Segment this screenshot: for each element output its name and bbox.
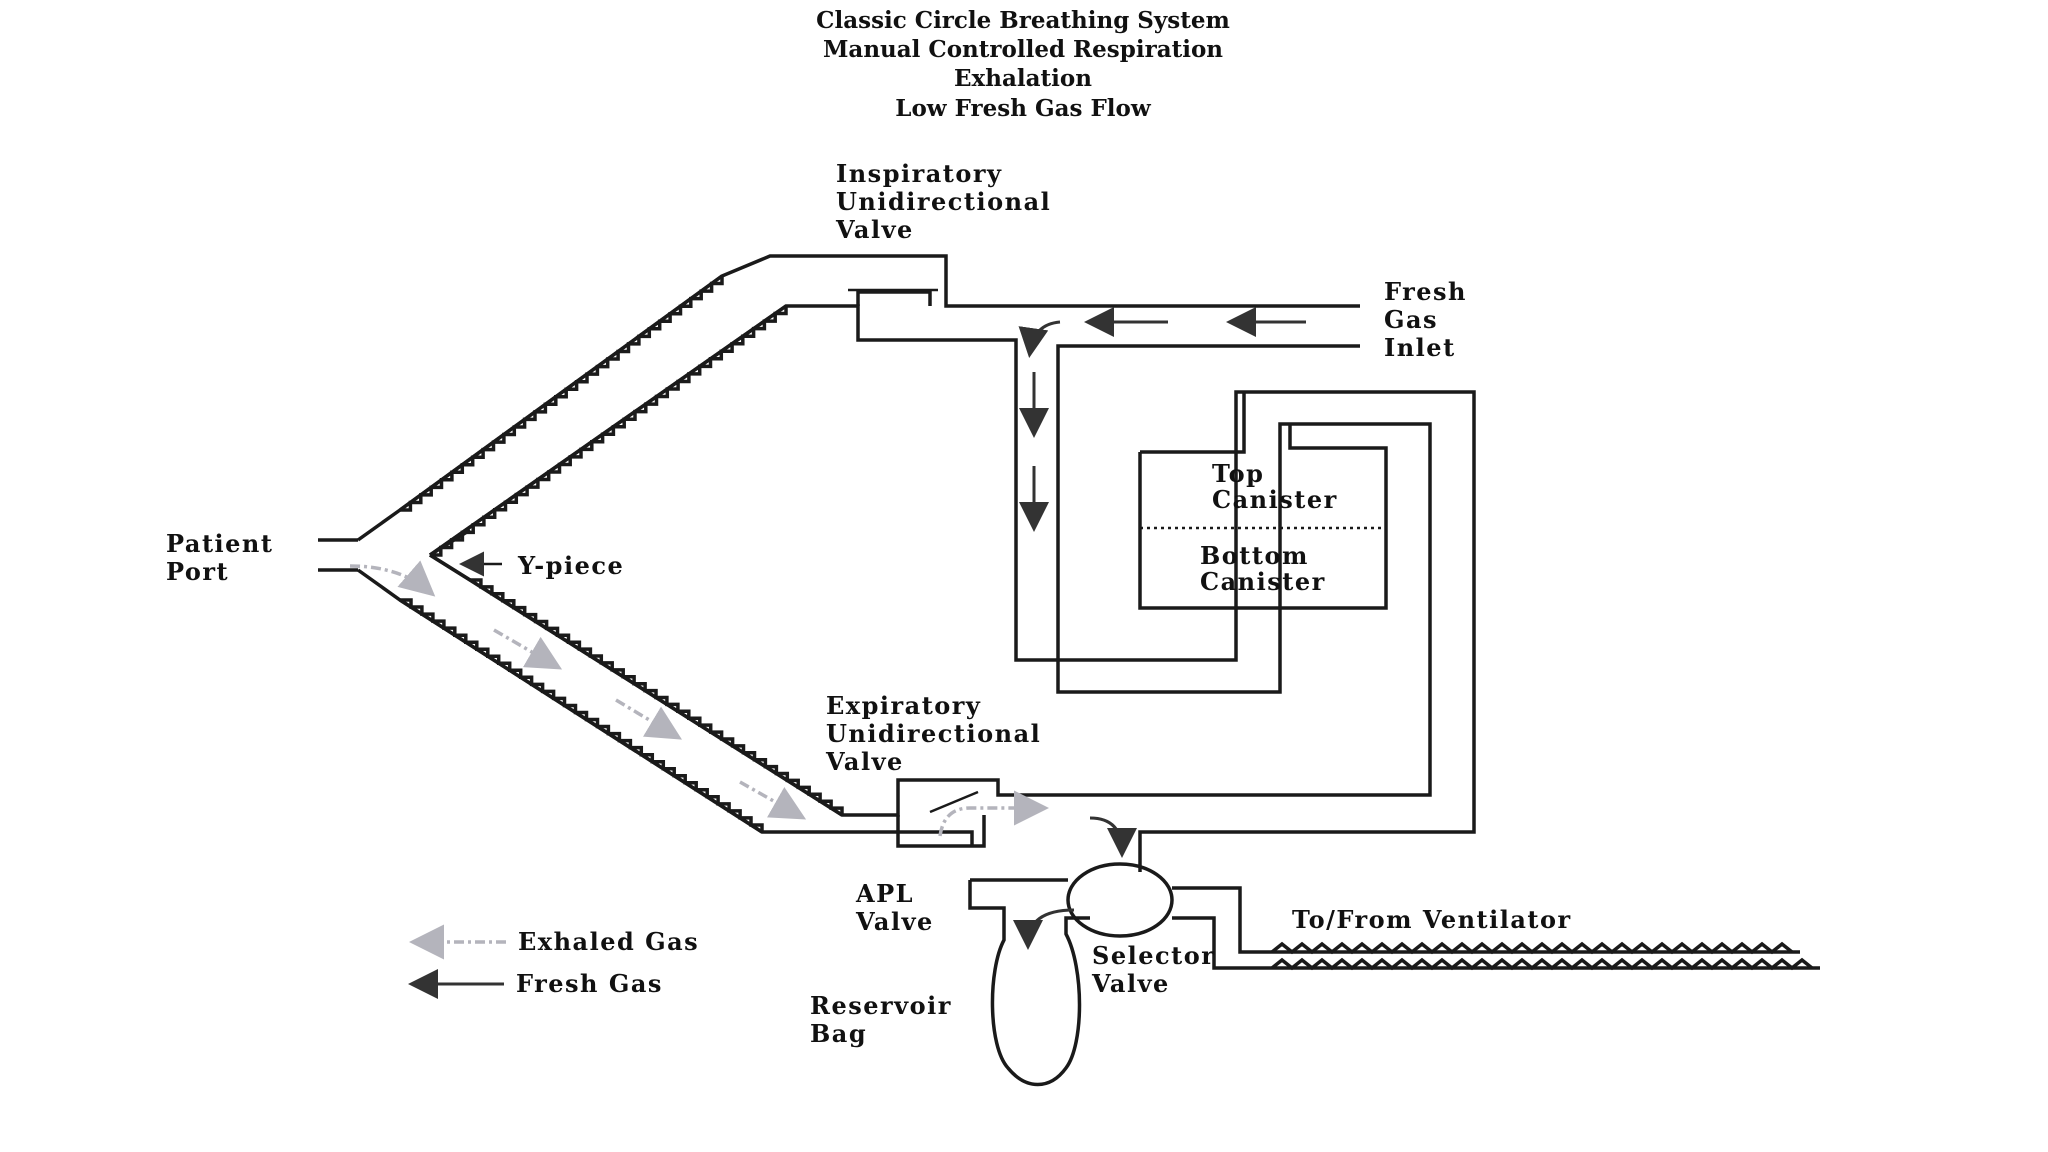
title-line-1: Classic Circle Breathing System: [816, 7, 1230, 34]
corrugated-tube-wall: [430, 306, 788, 557]
corrugated-tube-wall: [400, 598, 764, 832]
corrugated-tube-wall: [400, 276, 724, 512]
legend: Exhaled Gas Fresh Gas: [408, 924, 699, 999]
exhaled-gas-arrows: [349, 560, 1049, 837]
title-block: Classic Circle Breathing System Manual C…: [816, 7, 1230, 122]
legend-exhaled-label: Exhaled Gas: [518, 927, 699, 956]
patient-port-label-1: Patient: [166, 529, 273, 558]
patient-port-label-2: Port: [166, 557, 229, 586]
apl-valve[interactable]: [968, 878, 1068, 916]
apl-valve-label-1: APL: [855, 879, 914, 908]
component-labels: Inspiratory Unidirectional Valve Fresh G…: [166, 159, 1572, 1048]
selector-valve-label-2: Valve: [1091, 969, 1170, 998]
bottom-canister-label-2: Canister: [1200, 567, 1326, 596]
fresh-gas-inlet-label-3: Inlet: [1384, 333, 1456, 362]
apl-valve-label-2: Valve: [855, 907, 934, 936]
fresh-gas-inlet-label-1: Fresh: [1384, 277, 1467, 306]
reservoir-bag-label-2: Bag: [810, 1019, 867, 1048]
top-canister-label-1: Top: [1212, 459, 1264, 488]
fresh-gas-arrows: [1013, 307, 1306, 950]
inspiratory-valve-label-1: Inspiratory: [836, 159, 1002, 188]
selector-valve-label-1: Selector: [1092, 941, 1215, 970]
fresh-gas-inlet-label-2: Gas: [1384, 305, 1438, 334]
selector-valve[interactable]: [1066, 862, 1174, 938]
expiratory-valve-label-2: Unidirectional: [826, 719, 1041, 748]
inspiratory-valve-label-2: Unidirectional: [836, 187, 1051, 216]
legend-fresh-label: Fresh Gas: [516, 969, 663, 998]
inspiratory-limb-inner-wall: [428, 304, 1476, 872]
corrugation-mask: [399, 598, 763, 834]
reservoir-bag-label-1: Reservoir: [810, 991, 952, 1020]
expiratory-limb-inner-wall: [429, 344, 1432, 817]
canister-assembly: [1138, 392, 1388, 610]
ventilator-label: To/From Ventilator: [1292, 905, 1572, 934]
ventilator-corrugated-wall: [1270, 941, 1794, 955]
bottom-canister-label-1: Bottom: [1200, 541, 1309, 570]
expiratory-valve-label-3: Valve: [825, 747, 904, 776]
reservoir-bag[interactable]: [990, 916, 1090, 1087]
title-line-3: Exhalation: [954, 65, 1092, 92]
inspiratory-valve-label-3: Valve: [835, 215, 914, 244]
top-canister-label-2: Canister: [1212, 485, 1338, 514]
corrugation-mask: [398, 274, 724, 512]
ventilator-corrugated-wall: [1270, 957, 1814, 971]
inspiratory-valve-housing: [848, 288, 938, 306]
expiratory-valve-housing: [896, 790, 986, 848]
y-piece-label: Y-piece: [517, 551, 624, 580]
patient-port-tubing: [318, 538, 358, 572]
expiratory-valve-label-1: Expiratory: [826, 691, 981, 720]
corrugated-tube-wall: [470, 578, 844, 815]
title-line-2: Manual Controlled Respiration: [823, 36, 1223, 63]
title-line-4: Low Fresh Gas Flow: [895, 95, 1152, 122]
corrugation-mask: [428, 304, 788, 557]
